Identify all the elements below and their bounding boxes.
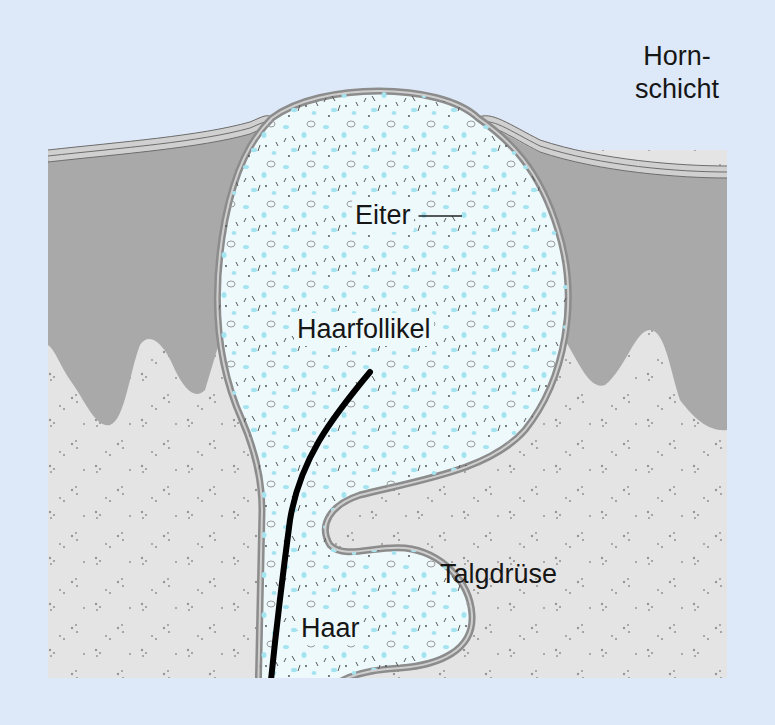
layer-label: Horn- schicht bbox=[635, 40, 719, 106]
hair bbox=[270, 372, 370, 678]
leader-line bbox=[419, 215, 462, 217]
pustule bbox=[218, 91, 569, 678]
part-label: Haarfollikel bbox=[294, 313, 434, 346]
part-label: Talgdrüse bbox=[440, 558, 557, 591]
part-label: Eiter bbox=[352, 199, 414, 232]
part-label: Haar bbox=[298, 612, 363, 645]
